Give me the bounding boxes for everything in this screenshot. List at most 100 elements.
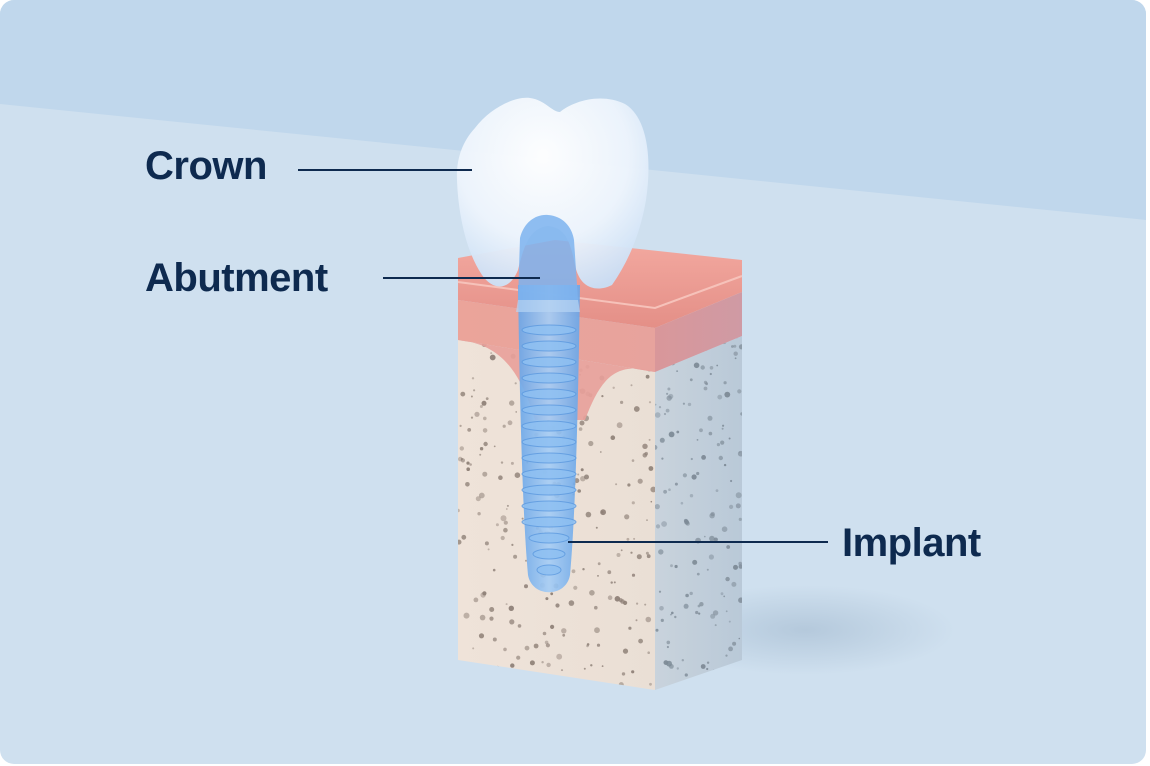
- bone-speckle: [505, 603, 508, 606]
- bone-speckle: [482, 428, 488, 433]
- bone-speckle: [542, 631, 547, 636]
- bone-speckle: [612, 386, 615, 389]
- bone-speckle: [472, 647, 475, 650]
- bone-speckle: [738, 561, 742, 566]
- bone-speckle: [712, 669, 716, 673]
- bone-speckle: [725, 610, 728, 613]
- bone-speckle: [541, 661, 544, 664]
- bone-speckle: [631, 459, 635, 462]
- bone-speckle: [506, 504, 509, 507]
- bone-speckle: [658, 549, 664, 555]
- bone-speckle: [660, 618, 664, 623]
- bone-speckle: [484, 541, 489, 546]
- bone-speckle: [507, 420, 513, 426]
- bone-speckle: [630, 551, 633, 554]
- bone-speckle: [691, 474, 697, 480]
- bone-speckle: [500, 461, 504, 464]
- bone-speckle: [631, 670, 635, 674]
- bone-speckle: [515, 411, 517, 413]
- bone-speckle: [471, 377, 475, 380]
- bone-speckle: [658, 406, 662, 409]
- bone-speckle: [659, 606, 664, 611]
- bone-speckle: [710, 613, 716, 619]
- bone-speckle: [577, 489, 581, 493]
- implant-thread: [521, 356, 577, 368]
- bone-speckle: [706, 568, 709, 571]
- bone-speckle: [601, 665, 604, 667]
- bone-speckle: [710, 511, 715, 517]
- bone-speckle: [510, 663, 515, 668]
- bone-speckle: [627, 483, 631, 487]
- bone-speckle: [726, 545, 731, 549]
- bone-speckle: [498, 475, 503, 481]
- bone-speckle: [458, 680, 461, 685]
- bone-speckle: [459, 424, 462, 427]
- bone-speckle: [689, 591, 693, 596]
- bone-speckle: [712, 610, 719, 616]
- bone-speckle: [704, 535, 706, 538]
- bone-speckle: [696, 572, 700, 576]
- bone-speckle: [582, 568, 585, 571]
- bone-speckle: [728, 620, 731, 623]
- bone-speckle: [545, 643, 551, 648]
- bone-speckle: [479, 614, 486, 621]
- bone-speckle: [725, 576, 730, 582]
- bone-speckle: [738, 344, 742, 350]
- bone-speckle: [645, 616, 652, 623]
- bone-speckle: [655, 504, 660, 510]
- bone-speckle: [500, 535, 505, 541]
- implant-thread: [521, 372, 577, 384]
- bone-speckle: [733, 564, 738, 570]
- bone-speckle: [588, 440, 594, 447]
- bone-speckle: [730, 479, 733, 483]
- bone-speckle: [668, 488, 671, 492]
- bone-speckle: [706, 661, 710, 664]
- bone-speckle: [475, 496, 481, 502]
- bone-speckle: [470, 416, 474, 419]
- bone-speckle: [633, 537, 636, 540]
- bone-speckle: [511, 543, 514, 547]
- bone-speckle: [546, 662, 551, 668]
- bone-speckle: [708, 431, 713, 436]
- bone-speckle: [735, 503, 741, 509]
- bone-speckle: [738, 637, 741, 640]
- bone-speckle: [492, 637, 497, 642]
- bone-speckle: [636, 602, 639, 605]
- bone-speckle: [589, 590, 595, 596]
- bone-speckle: [509, 400, 515, 406]
- bone-speckle: [545, 597, 549, 601]
- bone-speckle: [676, 430, 680, 434]
- bone-speckle: [482, 471, 488, 477]
- bone-speckle: [479, 453, 482, 456]
- bone-speckle: [481, 400, 487, 406]
- bone-speckle: [473, 597, 479, 603]
- bone-speckle: [459, 446, 464, 451]
- bone-speckle: [655, 412, 661, 418]
- bone-speckle: [655, 403, 657, 406]
- bone-speckle: [692, 559, 698, 565]
- bone-speckle: [644, 603, 647, 606]
- bone-speckle: [733, 351, 738, 356]
- bone-speckle: [661, 521, 667, 527]
- bone-speckle: [485, 397, 489, 400]
- implant-thread: [521, 500, 577, 512]
- bone-speckle: [706, 667, 709, 671]
- bone-speckle: [698, 612, 701, 615]
- bone-speckle: [514, 382, 517, 385]
- bone-speckle: [731, 581, 737, 587]
- bone-speckle: [699, 602, 704, 607]
- bone-speckle: [621, 672, 626, 676]
- bone-speckle: [642, 443, 648, 449]
- bone-speckle: [580, 476, 586, 482]
- bone-speckle: [573, 585, 578, 590]
- bone-speckle: [580, 468, 584, 472]
- implant-label: Implant: [842, 521, 981, 565]
- bone-speckle: [630, 384, 633, 387]
- bone-speckle: [699, 428, 703, 433]
- bone-speckle: [665, 408, 670, 413]
- bone-speckle: [693, 362, 700, 369]
- bone-speckle: [599, 451, 602, 453]
- bone-speckle: [633, 406, 640, 412]
- bone-speckle: [466, 461, 470, 465]
- bone-speckle: [563, 684, 568, 689]
